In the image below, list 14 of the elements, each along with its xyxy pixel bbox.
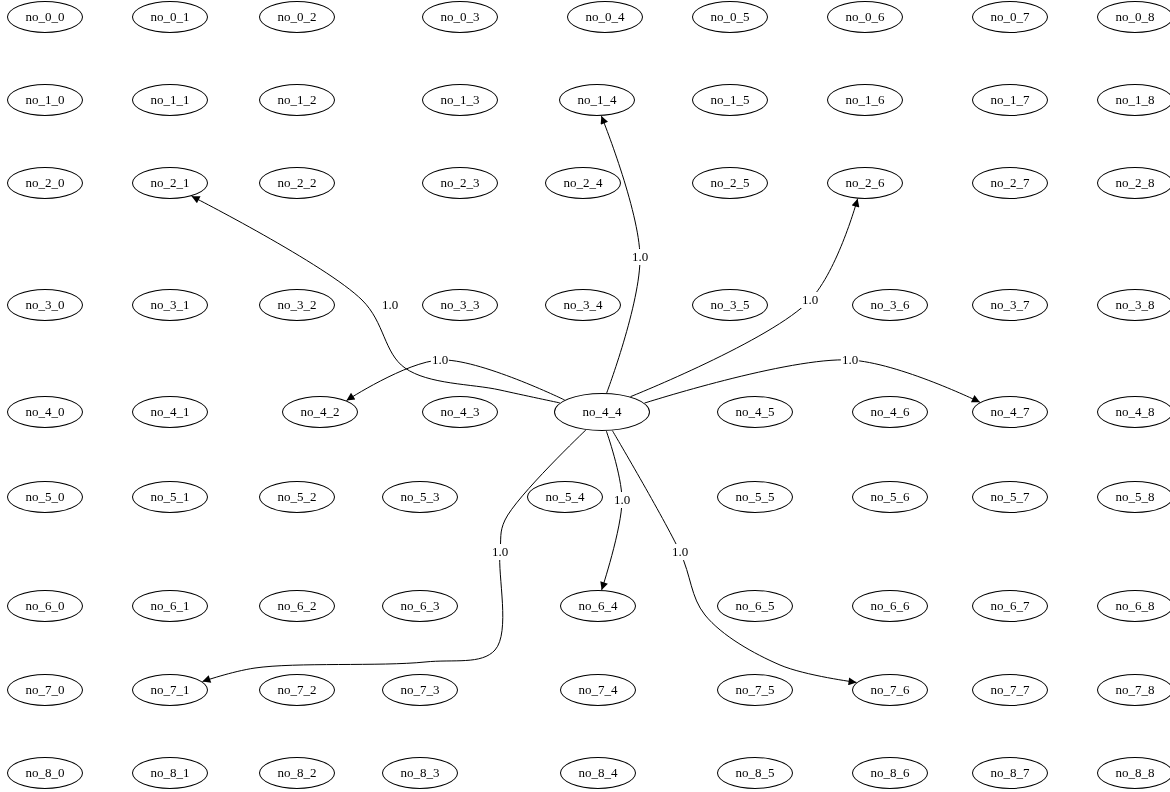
edge-label: 1.0 <box>490 544 510 560</box>
arrow <box>600 430 623 591</box>
arrow <box>600 115 641 394</box>
arrow <box>611 430 858 686</box>
edge-label: 1.0 <box>670 544 690 560</box>
arrow <box>346 359 566 402</box>
ellipse-node: no_4_4 <box>554 393 650 431</box>
edge-label: 1.0 <box>800 292 820 308</box>
arrow <box>629 198 860 398</box>
arrow <box>191 195 561 404</box>
arrow <box>201 429 587 683</box>
arrow <box>643 359 981 404</box>
edge-label: 1.0 <box>612 492 632 508</box>
edge-label: 1.0 <box>630 249 650 265</box>
